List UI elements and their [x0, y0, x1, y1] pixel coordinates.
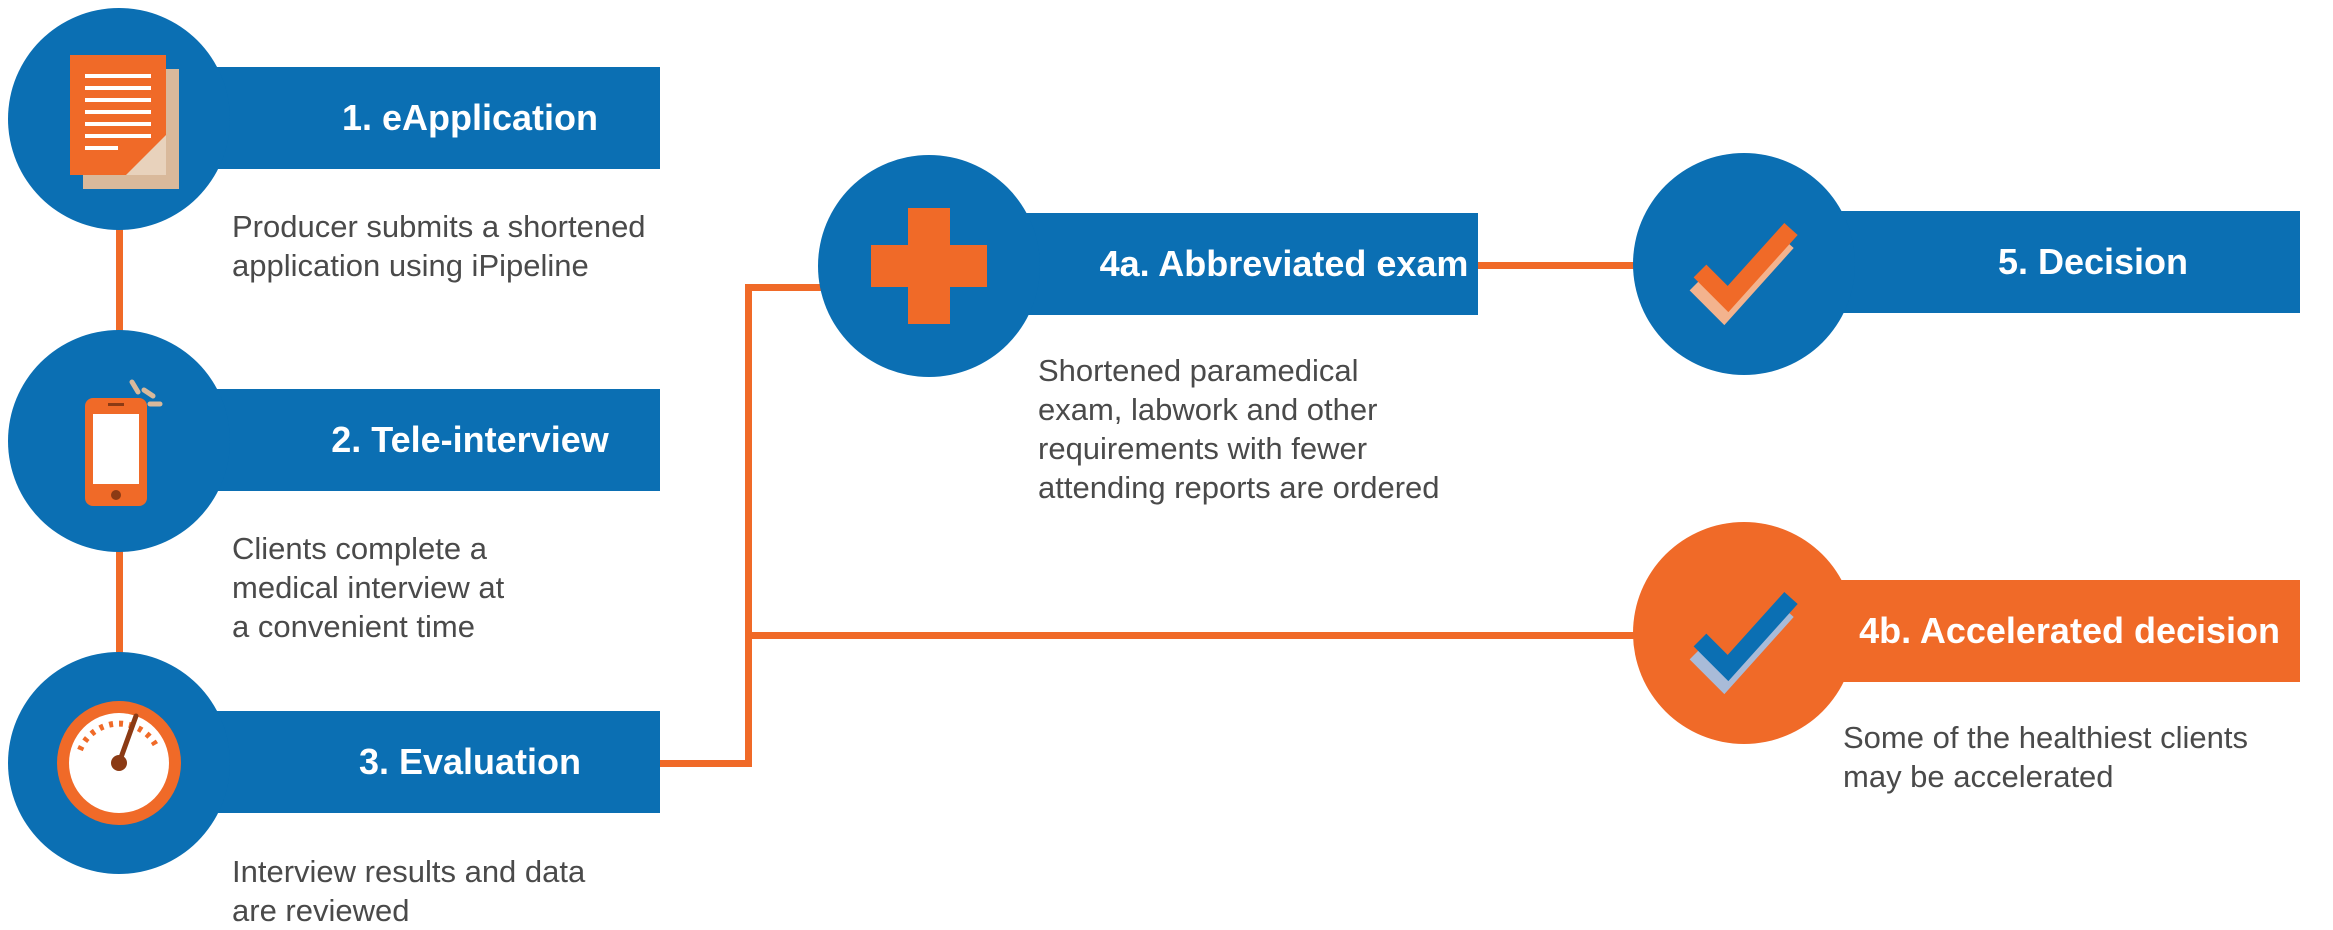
connector-4a-5 — [1478, 262, 1658, 269]
checkmark-icon — [1633, 153, 1855, 375]
step-2-circle — [8, 330, 230, 552]
smartphone-icon — [8, 330, 230, 552]
step-4a-description: Shortened paramedical exam, labwork and … — [1038, 353, 1440, 505]
gauge-icon — [8, 652, 230, 874]
step-2-title: 2. Tele-interview — [150, 389, 660, 491]
step-4b-title: 4b. Accelerated decision — [1776, 580, 2300, 682]
step-2-description: Clients complete a medical interview at … — [232, 531, 505, 644]
connector-branch-4b — [745, 632, 1645, 639]
step-4a-title: 4a. Abbreviated exam — [960, 213, 1478, 315]
connector-branch-4a — [745, 284, 845, 291]
step-1-description: Producer submits a shortened application… — [232, 209, 646, 283]
medical-cross-icon — [818, 155, 1040, 377]
checkmark-icon — [1633, 522, 1855, 744]
connector-2-3 — [116, 520, 123, 670]
step-4b-circle — [1633, 522, 1855, 744]
document-icon — [8, 8, 230, 230]
step-4b-description: Some of the healthiest clients may be ac… — [1843, 720, 2248, 794]
step-3-circle — [8, 652, 230, 874]
step-5-circle — [1633, 153, 1855, 375]
step-1-circle — [8, 8, 230, 230]
step-3-title: 3. Evaluation — [150, 711, 660, 813]
step-1-title: 1. eApplication — [150, 67, 660, 169]
step-4a-circle — [818, 155, 1040, 377]
connector-branch-vertical — [745, 284, 752, 767]
connector-1-2 — [116, 200, 123, 350]
connector-3-branch — [658, 760, 752, 767]
step-5-title: 5. Decision — [1776, 211, 2300, 313]
step-3-description: Interview results and data are reviewed — [232, 854, 586, 928]
